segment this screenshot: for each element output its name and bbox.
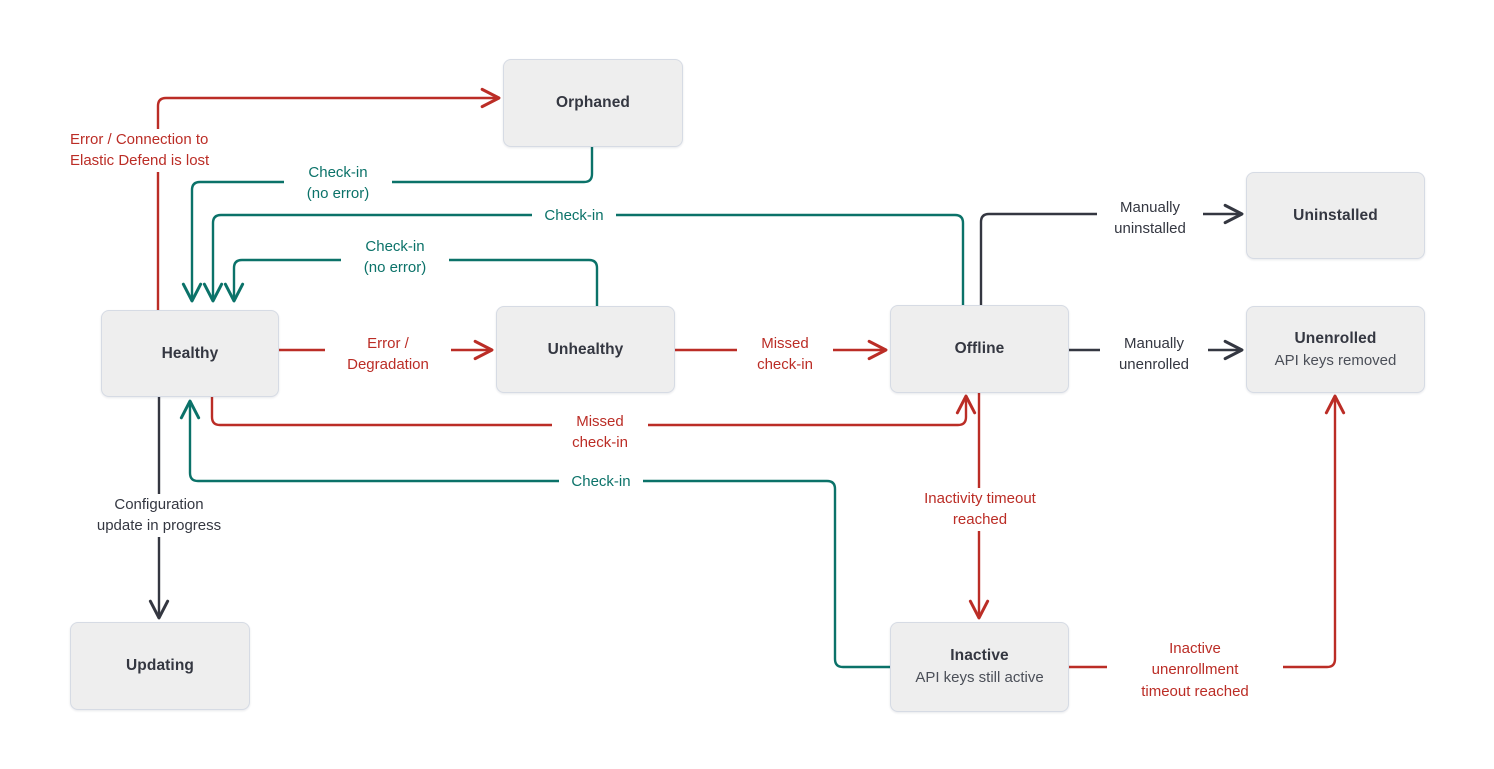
label-checkin-inactive: Check-in: [559, 471, 643, 493]
node-inactive[interactable]: Inactive API keys still active: [890, 622, 1069, 712]
edge-inactive-to-healthy: [190, 402, 890, 669]
node-healthy[interactable]: Healthy: [101, 310, 279, 397]
label-checkin-no-error-mid: Check-in (no error): [341, 236, 449, 279]
label-checkin-no-error-top: Check-in (no error): [284, 162, 392, 205]
edge-offline-to-uninstalled: [979, 214, 1241, 305]
node-inactive-subtitle: API keys still active: [915, 669, 1044, 687]
edge-orphaned-to-healthy: [192, 147, 594, 300]
node-unhealthy-title: Unhealthy: [547, 340, 624, 358]
edge-inactive-to-unenrolled: [1069, 397, 1335, 669]
node-orphaned-title: Orphaned: [555, 94, 630, 112]
node-unenrolled[interactable]: Unenrolled API keys removed: [1246, 306, 1425, 393]
node-updating[interactable]: Updating: [70, 622, 250, 710]
node-inactive-title: Inactive: [950, 647, 1009, 665]
label-configuration-update: Configuration update in progress: [67, 494, 251, 537]
edge-healthy-to-orphaned: [156, 98, 498, 310]
label-missed-checkin-healthy: Missed check-in: [552, 411, 648, 454]
label-checkin-offline: Check-in: [532, 205, 616, 227]
node-orphaned[interactable]: Orphaned: [503, 59, 683, 147]
label-error-connection-lost: Error / Connection to Elastic Defend is …: [66, 129, 316, 172]
node-offline[interactable]: Offline: [890, 305, 1069, 393]
label-inactivity-timeout: Inactivity timeout reached: [894, 488, 1066, 531]
node-healthy-title: Healthy: [161, 344, 219, 362]
label-missed-checkin-unhealthy: Missed check-in: [737, 333, 833, 376]
label-inactive-unenrollment: Inactive unenrollment timeout reached: [1107, 638, 1283, 702]
label-manually-uninstalled: Manually uninstalled: [1097, 197, 1203, 240]
node-uninstalled-title: Uninstalled: [1293, 206, 1378, 224]
node-offline-title: Offline: [954, 340, 1005, 358]
node-uninstalled[interactable]: Uninstalled: [1246, 172, 1425, 259]
label-manually-unenrolled: Manually unenrolled: [1100, 333, 1208, 376]
node-unenrolled-title: Unenrolled: [1294, 329, 1377, 347]
label-error-degradation: Error / Degradation: [325, 333, 451, 376]
node-unenrolled-subtitle: API keys removed: [1274, 351, 1397, 369]
node-updating-title: Updating: [126, 657, 194, 675]
node-unhealthy[interactable]: Unhealthy: [496, 306, 675, 393]
